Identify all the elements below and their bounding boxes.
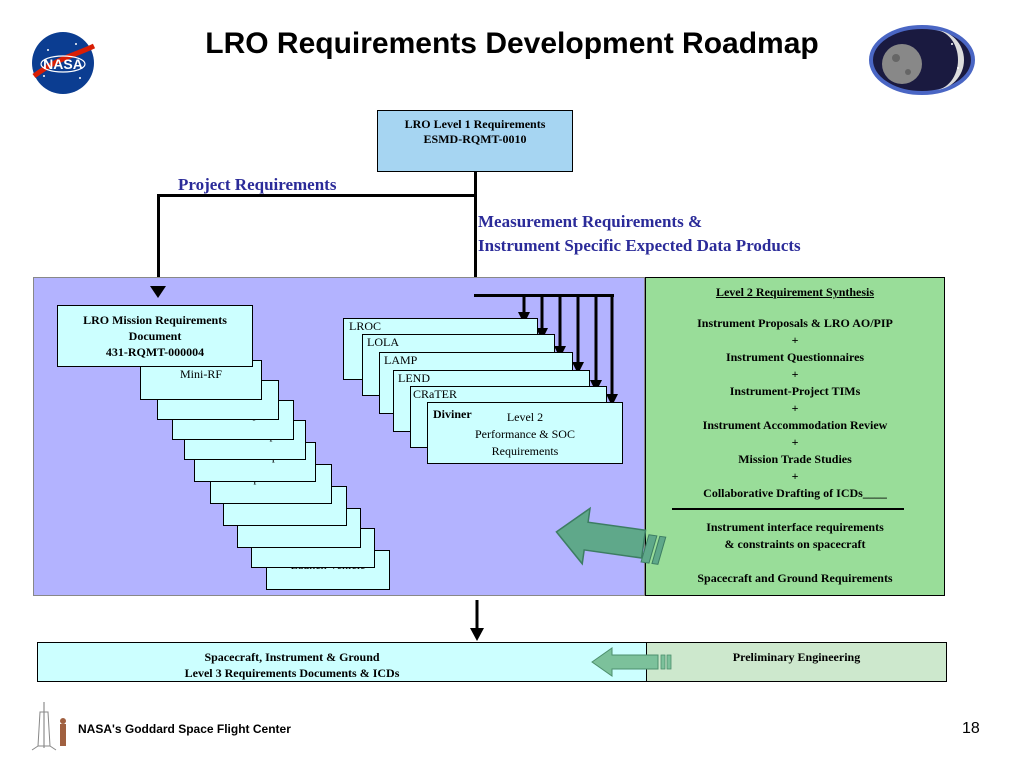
synthesis-heading: Level 2 Requirement Synthesis bbox=[715, 285, 875, 299]
instrument-arrows bbox=[515, 294, 625, 406]
synthesis-item: + bbox=[791, 401, 799, 415]
synthesis-item: + bbox=[791, 435, 799, 449]
level3-line1: Spacecraft, Instrument & Ground bbox=[204, 650, 380, 664]
connector-project-horizontal bbox=[157, 194, 477, 197]
page-title: LRO Requirements Development Roadmap bbox=[205, 27, 819, 60]
level2-line1: Level 2 bbox=[506, 410, 544, 424]
instrument-arrows-bar bbox=[474, 294, 614, 297]
mission-doc-line1: LRO Mission Requirements bbox=[83, 313, 227, 327]
footer-goddard-text: NASA's Goddard Space Flight Center bbox=[78, 722, 291, 736]
connector-project-down bbox=[157, 194, 160, 290]
measurement-label-line1: Measurement Requirements & bbox=[478, 212, 703, 231]
level2-performance-text: Level 2 Performance & SOC Requirements bbox=[450, 409, 600, 460]
synthesis-to-level2-arrow bbox=[552, 506, 672, 572]
diviner-label: Diviner bbox=[433, 407, 472, 421]
nasa-logo: NASA bbox=[28, 28, 98, 98]
level1-line1: LRO Level 1 Requirements bbox=[404, 117, 546, 131]
synthesis-item: Instrument Proposals & LRO AO/PIP bbox=[697, 316, 893, 330]
lro-mission-logo bbox=[868, 24, 976, 96]
synthesis-spacer bbox=[646, 502, 944, 519]
level1-requirements-box: LRO Level 1 Requirements ESMD-RQMT-0010 bbox=[377, 110, 573, 172]
measurement-label-line2: Instrument Specific Expected Data Produc… bbox=[478, 236, 801, 255]
synthesis-separator bbox=[672, 508, 904, 510]
page-number: 18 bbox=[962, 720, 980, 737]
preliminary-engineering-box: Preliminary Engineering bbox=[646, 642, 947, 682]
synthesis-item: Instrument-Project TIMs bbox=[729, 384, 861, 398]
connector-level1-down bbox=[474, 172, 477, 296]
level3-line2: Level 3 Requirements Documents & ICDs bbox=[184, 666, 400, 680]
goddard-rocket-icon bbox=[28, 700, 72, 752]
instrument-box-diviner: Diviner Level 2 Performance & SOC Requir… bbox=[427, 402, 623, 464]
synthesis-item: + bbox=[791, 469, 799, 483]
level2-line3: Requirements bbox=[491, 444, 559, 458]
project-requirements-label: Project Requirements bbox=[178, 175, 337, 194]
synthesis-item: Instrument Questionnaires bbox=[725, 350, 865, 364]
synthesis-item: Mission Trade Studies bbox=[738, 452, 852, 466]
requirement-synthesis-panel: Level 2 Requirement Synthesis Instrument… bbox=[645, 277, 945, 596]
synthesis-item: Instrument Accommodation Review bbox=[702, 418, 888, 432]
interface-requirements-line1: Instrument interface requirements bbox=[706, 520, 884, 534]
prelim-to-level3-arrow bbox=[590, 645, 674, 679]
mission-requirements-document-box: LRO Mission Requirements Document 431-RQ… bbox=[57, 305, 253, 367]
level2-line2: Performance & SOC bbox=[475, 427, 575, 441]
svg-text:NASA: NASA bbox=[43, 56, 83, 72]
synthesis-item: + bbox=[791, 333, 799, 347]
mission-doc-line3: 431-RQMT-000004 bbox=[105, 345, 205, 359]
mission-doc-line2: Document bbox=[128, 329, 182, 343]
interface-requirements-line2: & constraints on spacecraft bbox=[724, 537, 866, 551]
arrow-to-level3 bbox=[469, 600, 485, 642]
synthesis-spacer bbox=[646, 553, 944, 570]
level3-requirements-box: Spacecraft, Instrument & Ground Level 3 … bbox=[37, 642, 647, 682]
synthesis-spacer bbox=[646, 301, 944, 315]
level1-line2: ESMD-RQMT-0010 bbox=[423, 132, 527, 146]
synthesis-item: + bbox=[791, 367, 799, 381]
arrow-to-mission-doc bbox=[150, 286, 166, 300]
synthesis-item: Collaborative Drafting of ICDs____ bbox=[703, 486, 887, 500]
spacecraft-ground-requirements: Spacecraft and Ground Requirements bbox=[697, 571, 893, 585]
